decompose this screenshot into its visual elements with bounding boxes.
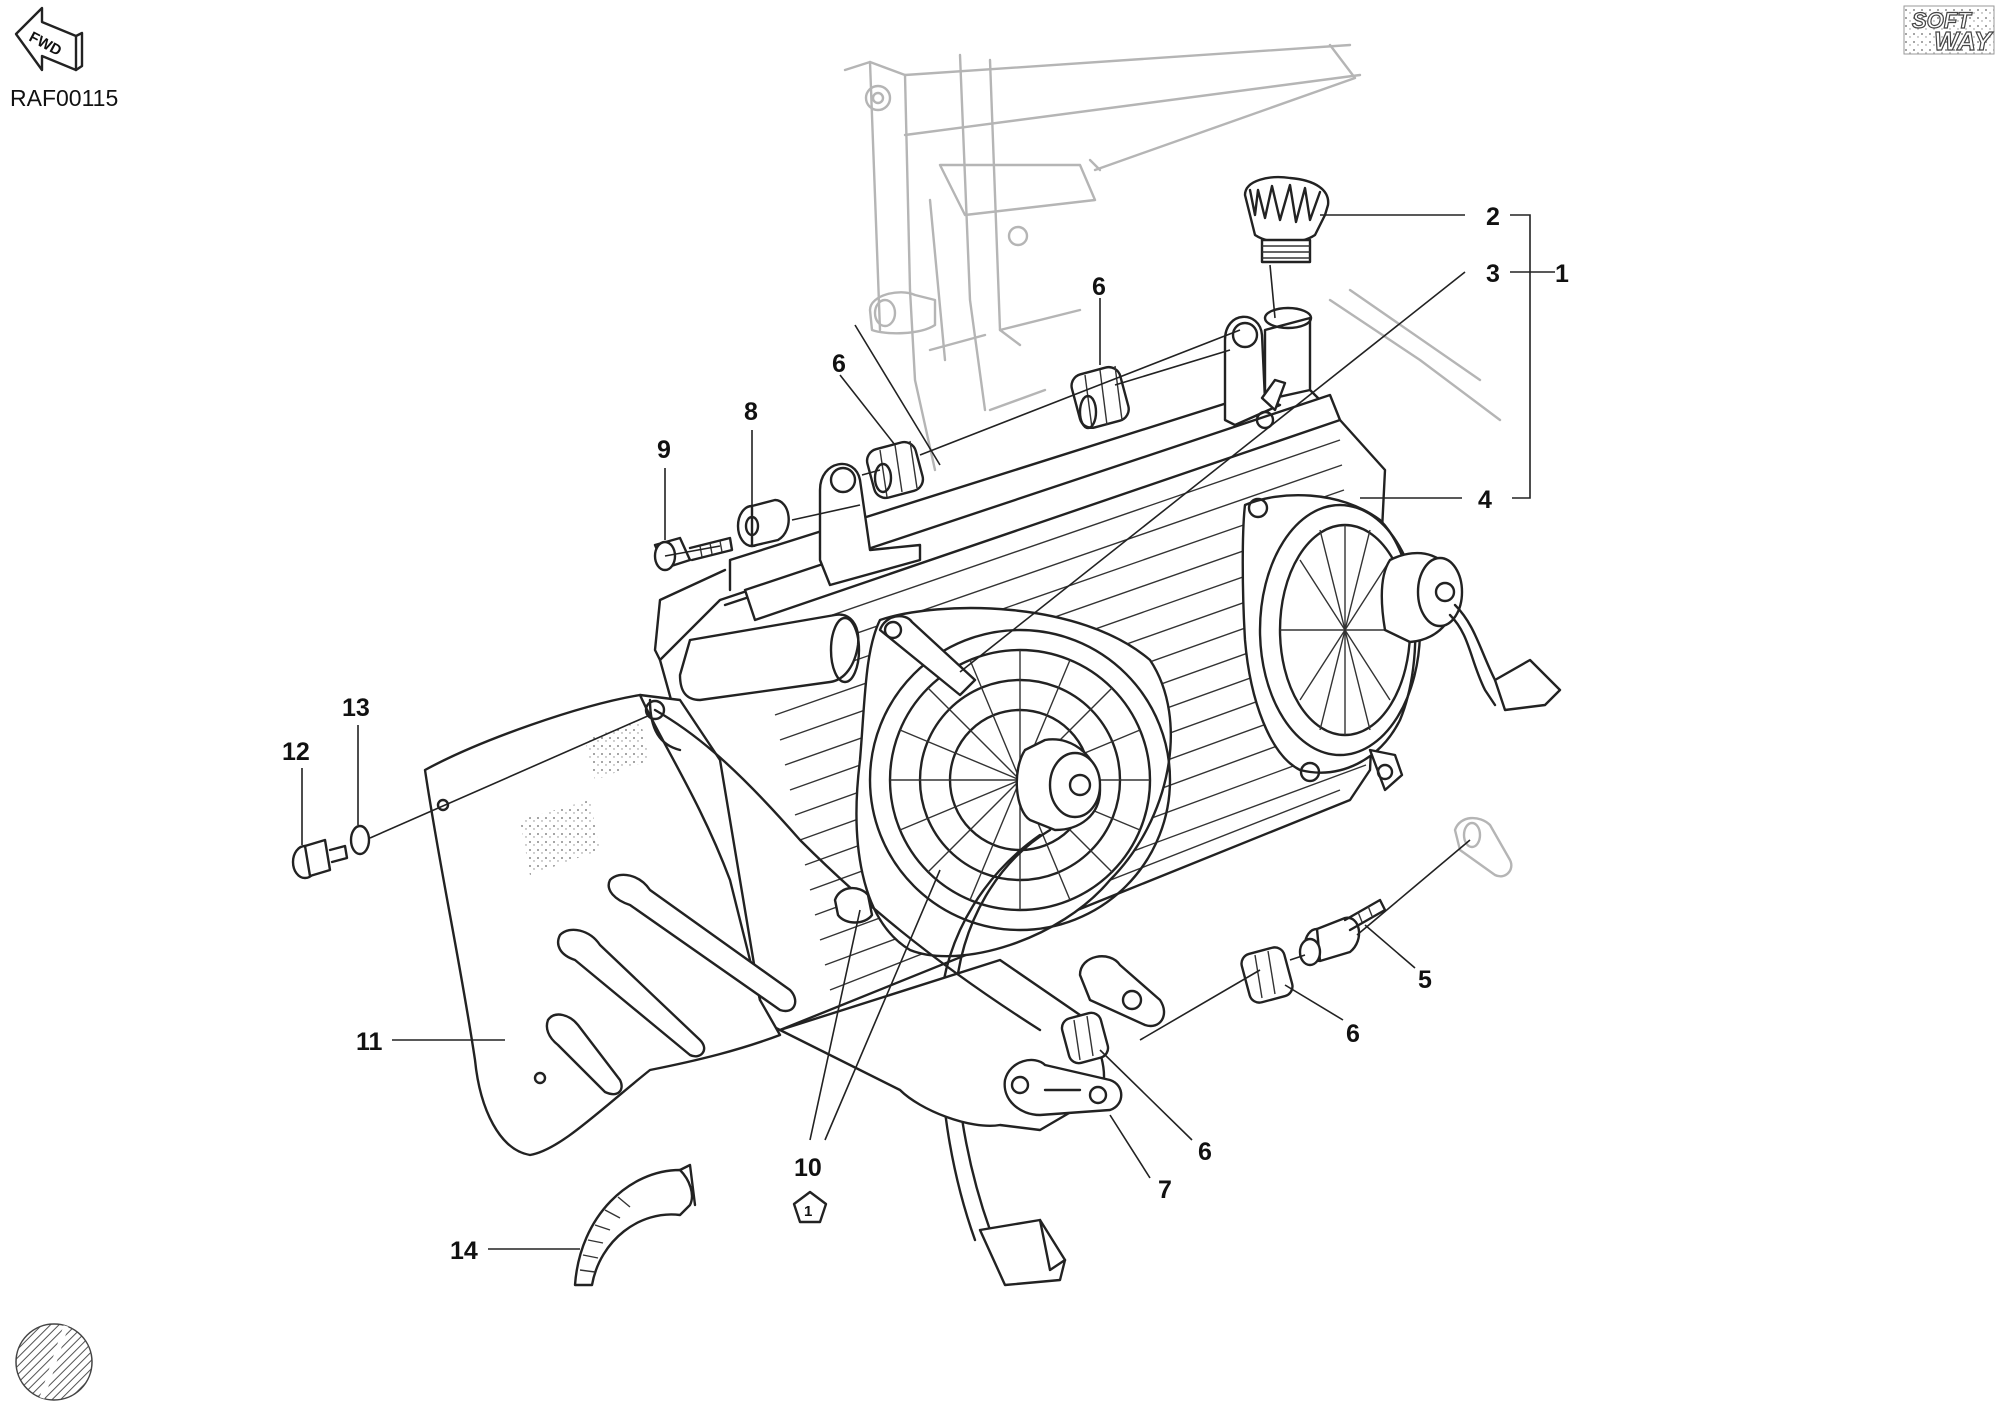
ghost-washer	[1453, 816, 1513, 878]
diagram-code: RAF00115	[10, 85, 118, 111]
frame-outline	[843, 43, 1502, 472]
callout-14: 14	[450, 1237, 478, 1265]
callout-6-lower-right: 6	[1346, 1020, 1360, 1048]
ghost-spacer	[868, 291, 937, 335]
note-symbol: 1	[804, 1203, 812, 1220]
fwd-arrow-icon: FWD	[14, 6, 84, 72]
filler-neck	[1255, 306, 1313, 430]
callout-7: 7	[1158, 1176, 1172, 1204]
bolt-9	[653, 536, 734, 572]
bolt-12	[291, 838, 349, 880]
callout-2: 2	[1486, 203, 1500, 231]
callout-5: 5	[1418, 966, 1432, 994]
grommet-lower-center	[1060, 1011, 1110, 1065]
callout-13: 13	[342, 694, 370, 722]
callout-labels: 1 2 3 4 5 6 6 6 6 7 8 9 10 11 12 13 14	[282, 203, 1569, 1265]
washer-13	[349, 824, 371, 856]
connector-rear	[1493, 658, 1562, 712]
callout-6-left: 6	[832, 350, 846, 378]
fan-front	[855, 606, 1173, 1242]
callout-3: 3	[1486, 260, 1500, 288]
fan-rear	[1241, 494, 1507, 792]
callout-6-top: 6	[1092, 273, 1106, 301]
callout-leaders	[301, 214, 1555, 1250]
lower-mount-tab	[1078, 955, 1166, 1028]
callout-10: 10	[794, 1154, 822, 1182]
grommet-lower-right	[1240, 946, 1294, 1004]
clip-10	[833, 886, 874, 924]
upper-bracket-left	[818, 462, 922, 587]
grommet-upper-left	[865, 440, 925, 500]
stud-5	[1298, 898, 1387, 967]
radiator-cap	[1243, 176, 1330, 264]
collar-8	[736, 498, 790, 548]
assembly-lines	[369, 264, 1471, 1041]
callout-11: 11	[356, 1028, 383, 1056]
callout-12: 12	[282, 738, 310, 766]
note-pentagon-icon: 1	[792, 1190, 828, 1224]
grommet-upper-right	[1070, 365, 1130, 430]
callout-8: 8	[744, 398, 758, 426]
callout-4: 4	[1478, 486, 1492, 514]
callout-9: 9	[657, 436, 671, 464]
softway-logo-icon: SOFT WAY	[1903, 5, 1995, 57]
hatched-circle-icon	[15, 1323, 93, 1401]
radiator-cover	[423, 693, 797, 1157]
hose-clamp	[573, 1163, 697, 1287]
logo-text-soft: SOFT	[1912, 8, 1972, 33]
callout-6-lower-center: 6	[1198, 1138, 1212, 1166]
connector-front	[978, 1218, 1067, 1287]
tie-wire	[653, 708, 1042, 1032]
callout-1: 1	[1555, 260, 1569, 288]
logo-text-way: WAY	[1934, 26, 1994, 56]
